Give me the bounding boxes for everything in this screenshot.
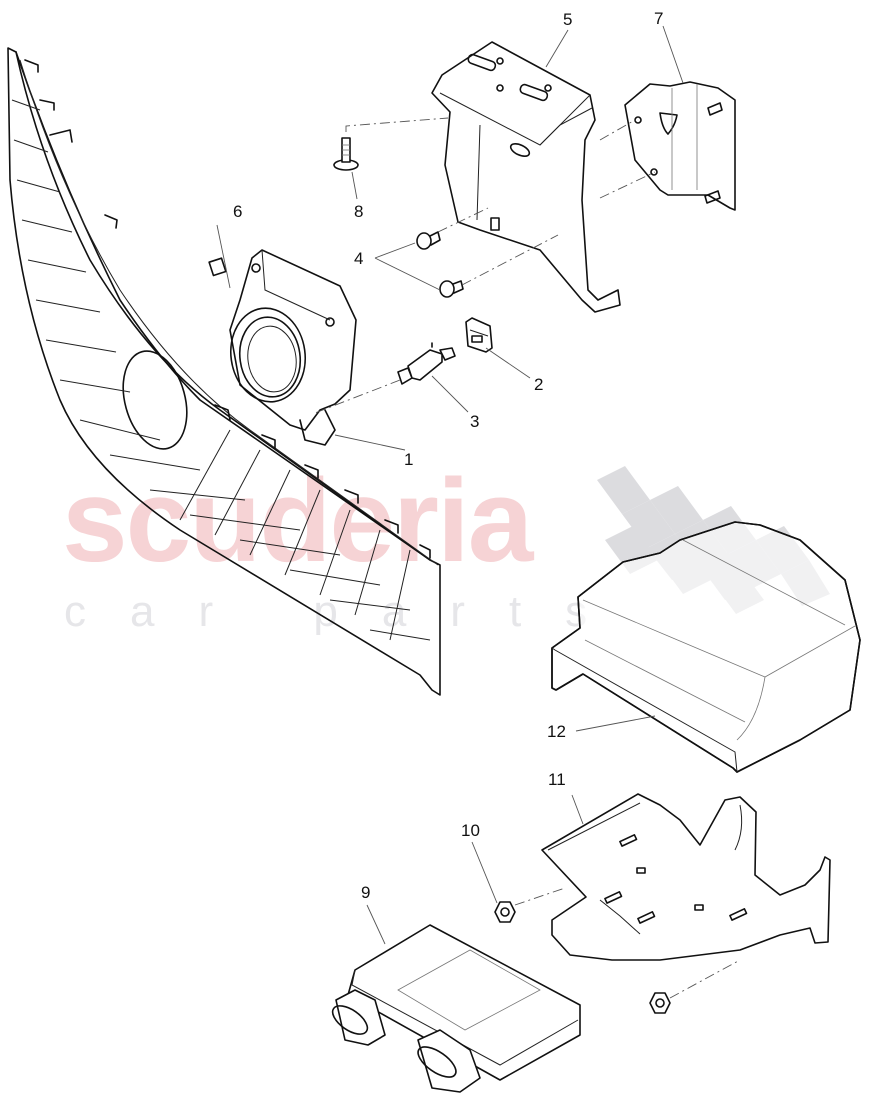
leader-lines bbox=[216, 25, 684, 945]
part-pad bbox=[208, 257, 227, 277]
callout-2: 2 bbox=[534, 375, 544, 394]
part-control-unit bbox=[331, 924, 581, 1093]
part-mounting-bracket bbox=[431, 41, 621, 313]
part-cover bbox=[551, 521, 861, 773]
part-front-grille bbox=[7, 47, 441, 696]
part-connector bbox=[397, 342, 456, 385]
part-nuts bbox=[494, 901, 671, 1014]
callout-11: 11 bbox=[548, 770, 566, 789]
callout-10: 10 bbox=[461, 821, 480, 840]
part-unit-bracket bbox=[541, 793, 831, 961]
callout-7: 7 bbox=[654, 9, 664, 28]
part-stud-plate bbox=[624, 81, 736, 211]
callout-4: 4 bbox=[354, 249, 364, 268]
callout-5: 5 bbox=[563, 10, 573, 29]
callout-9: 9 bbox=[361, 883, 371, 902]
watermark-tagline: car parts bbox=[64, 587, 632, 636]
part-bolts bbox=[416, 231, 464, 298]
callout-6: 6 bbox=[233, 202, 243, 221]
watermark-brand: scuderia bbox=[62, 455, 533, 587]
part-sensor-unit bbox=[229, 249, 357, 446]
assembly-lines bbox=[314, 117, 741, 999]
callout-8: 8 bbox=[354, 202, 364, 221]
callout-12: 12 bbox=[547, 722, 566, 741]
callout-1: 1 bbox=[404, 450, 414, 469]
part-screw bbox=[333, 137, 359, 171]
part-connector-clip bbox=[465, 317, 493, 353]
callout-3: 3 bbox=[470, 412, 480, 431]
